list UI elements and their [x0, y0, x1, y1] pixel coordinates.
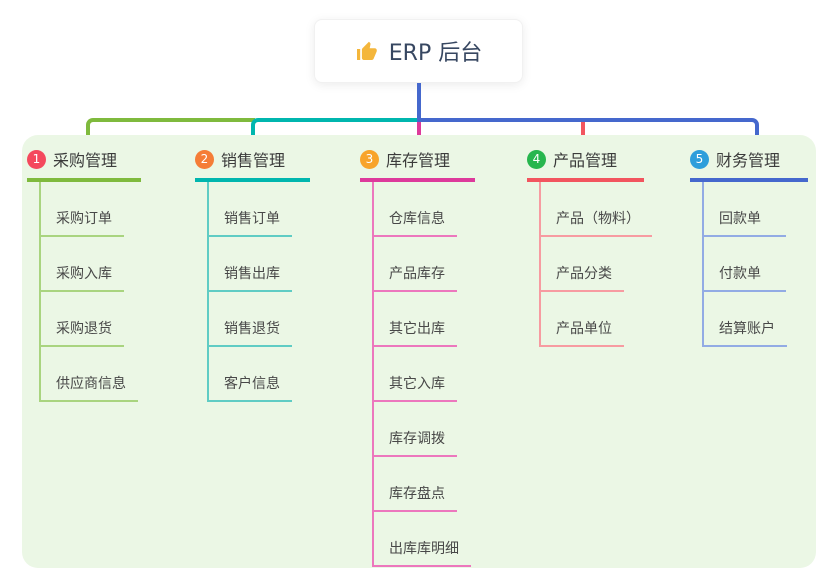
branch-number-badge: 5 [690, 149, 709, 169]
child-node[interactable]: 采购退货 [39, 292, 124, 347]
child-node[interactable]: 销售退货 [207, 292, 292, 347]
child-node[interactable]: 客户信息 [207, 347, 292, 402]
branch-title-label: 采购管理 [53, 151, 118, 170]
branch-children: 仓库信息产品库存其它出库其它入库库存调拨库存盘点出库库明细 [360, 182, 475, 567]
branch-inventory: 3 库存管理 仓库信息产品库存其它出库其它入库库存调拨库存盘点出库库明细 [360, 147, 475, 567]
child-node[interactable]: 结算账户 [702, 292, 787, 347]
branch-number-badge: 1 [27, 149, 46, 169]
branch-node-sales[interactable]: 2 销售管理 [195, 147, 310, 182]
branch-children: 产品（物料）产品分类产品单位 [527, 182, 652, 347]
branch-children: 采购订单采购入库采购退货供应商信息 [27, 182, 141, 402]
branch-children: 回款单付款单结算账户 [690, 182, 808, 347]
child-node[interactable]: 采购订单 [39, 182, 124, 237]
child-node[interactable]: 销售订单 [207, 182, 292, 237]
thumbs-up-icon [356, 41, 377, 60]
branch-node-inventory[interactable]: 3 库存管理 [360, 147, 475, 182]
child-node[interactable]: 仓库信息 [372, 182, 457, 237]
child-node[interactable]: 产品单位 [539, 292, 624, 347]
branches-panel [22, 135, 816, 568]
connector-vertical-line [702, 182, 704, 347]
connector-vertical-line [539, 182, 541, 347]
child-node[interactable]: 产品分类 [539, 237, 624, 292]
branch-node-finance[interactable]: 5 财务管理 [690, 147, 808, 182]
child-node[interactable]: 其它入库 [372, 347, 457, 402]
branch-node-purchase[interactable]: 1 采购管理 [27, 147, 141, 182]
branch-children: 销售订单销售出库销售退货客户信息 [195, 182, 310, 402]
child-node[interactable]: 产品（物料） [539, 182, 652, 237]
branch-purchase: 1 采购管理 采购订单采购入库采购退货供应商信息 [27, 147, 141, 402]
branch-number-badge: 2 [195, 149, 214, 169]
branch-title-label: 产品管理 [553, 151, 618, 170]
branch-number-badge: 4 [527, 149, 546, 169]
connector-root-stem [417, 83, 421, 122]
child-node[interactable]: 产品库存 [372, 237, 457, 292]
child-node[interactable]: 采购入库 [39, 237, 124, 292]
root-node[interactable]: ERP 后台 [314, 19, 523, 83]
connector-vertical-line [372, 182, 374, 567]
child-node[interactable]: 销售出库 [207, 237, 292, 292]
branch-number-badge: 3 [360, 149, 379, 169]
child-node[interactable]: 付款单 [702, 237, 786, 292]
branch-title-label: 财务管理 [716, 151, 781, 170]
child-node[interactable]: 回款单 [702, 182, 786, 237]
child-node[interactable]: 供应商信息 [39, 347, 138, 402]
root-node-label: ERP 后台 [388, 41, 483, 66]
child-node[interactable]: 出库库明细 [372, 512, 471, 567]
child-node[interactable]: 其它出库 [372, 292, 457, 347]
branch-product: 4 产品管理 产品（物料）产品分类产品单位 [527, 147, 652, 347]
connector-vertical-line [207, 182, 209, 402]
branch-title-label: 库存管理 [386, 151, 451, 170]
branch-finance: 5 财务管理 回款单付款单结算账户 [690, 147, 808, 347]
child-node[interactable]: 库存盘点 [372, 457, 457, 512]
connector-vertical-line [39, 182, 41, 402]
branch-sales: 2 销售管理 销售订单销售出库销售退货客户信息 [195, 147, 310, 402]
branch-title-label: 销售管理 [221, 151, 286, 170]
branch-node-product[interactable]: 4 产品管理 [527, 147, 644, 182]
child-node[interactable]: 库存调拨 [372, 402, 457, 457]
